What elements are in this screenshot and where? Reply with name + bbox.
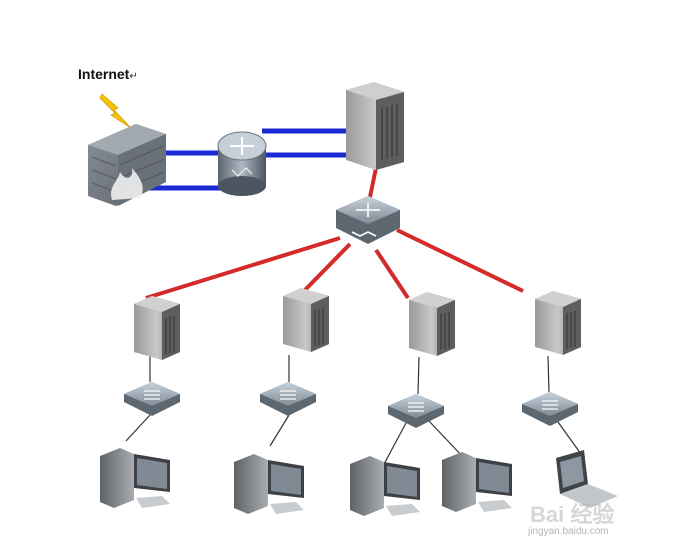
access-switch-icon — [124, 382, 180, 416]
desktop-computer-icon — [442, 452, 512, 512]
core-server2-link — [301, 242, 352, 294]
laptop-icon — [556, 450, 618, 508]
core-server1-link — [145, 236, 341, 300]
server-icon — [283, 288, 329, 352]
access-switch-icon — [388, 394, 444, 428]
core-server3-link — [374, 248, 410, 300]
lightning-icon — [99, 93, 132, 129]
router-icon — [217, 131, 267, 196]
server-icon — [535, 291, 581, 355]
core-switch-icon — [336, 196, 400, 244]
access-switch-icon — [522, 392, 578, 426]
core-server4-link — [396, 228, 524, 293]
internet-label: Internet↵ — [78, 66, 138, 82]
server-icon — [346, 82, 404, 170]
access-switch-icon — [260, 382, 316, 416]
server-icon — [409, 292, 455, 356]
watermark-url: jingyan.baidu.com — [528, 526, 609, 537]
access-links — [125, 355, 582, 467]
watermark-brand: Bai 经验 — [530, 502, 615, 527]
desktop-computer-icon — [350, 456, 420, 516]
server-icon — [134, 296, 180, 360]
firewall-icon — [88, 124, 166, 206]
desktop-computer-icon — [234, 454, 304, 514]
lan-links — [145, 162, 524, 300]
desktop-computer-icon — [100, 448, 170, 508]
